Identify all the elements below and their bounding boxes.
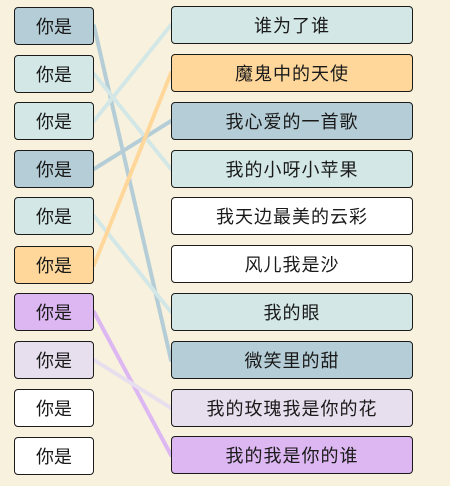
- left-card-9[interactable]: 你是: [14, 389, 94, 427]
- left-card-2[interactable]: 你是: [14, 55, 94, 93]
- left-card-5[interactable]: 你是: [14, 197, 94, 235]
- connector-line-2: [92, 72, 173, 171]
- connector-line-1: [92, 24, 173, 362]
- left-card-label: 你是: [36, 399, 72, 420]
- left-card-label: 你是: [36, 447, 72, 468]
- connector-line-6: [92, 71, 173, 267]
- connector-line-4: [92, 119, 173, 171]
- right-card-5[interactable]: 我天边最美的云彩: [171, 197, 413, 235]
- left-card-label: 你是: [36, 303, 72, 324]
- right-card-8[interactable]: 微笑里的甜: [171, 341, 413, 379]
- right-card-label: 微笑里的甜: [244, 351, 340, 372]
- left-card-6[interactable]: 你是: [14, 246, 94, 284]
- connector-line-3: [92, 23, 173, 123]
- left-card-1[interactable]: 你是: [14, 7, 94, 45]
- left-card-3[interactable]: 你是: [14, 102, 94, 140]
- right-card-1[interactable]: 谁为了谁: [171, 6, 413, 44]
- right-card-label: 我的小呀小苹果: [225, 160, 359, 181]
- left-card-label: 你是: [36, 112, 72, 133]
- right-card-6[interactable]: 风儿我是沙: [171, 245, 413, 283]
- right-card-label: 风儿我是沙: [244, 255, 340, 276]
- left-card-label: 你是: [36, 160, 72, 181]
- right-card-label: 我的眼: [263, 303, 321, 324]
- left-card-label: 你是: [36, 17, 72, 38]
- right-card-label: 我的玫瑰我是你的花: [206, 399, 378, 420]
- right-card-label: 魔鬼中的天使: [235, 64, 349, 85]
- right-card-9[interactable]: 我的玫瑰我是你的花: [171, 389, 413, 427]
- right-card-4[interactable]: 我的小呀小苹果: [171, 150, 413, 188]
- right-card-label: 谁为了谁: [254, 16, 330, 37]
- right-card-10[interactable]: 我的我是你的谁: [171, 436, 413, 474]
- right-card-label: 我的我是你的谁: [225, 446, 359, 467]
- connector-line-5: [92, 214, 173, 314]
- left-card-7[interactable]: 你是: [14, 293, 94, 331]
- left-card-label: 你是: [36, 256, 72, 277]
- right-card-7[interactable]: 我的眼: [171, 293, 413, 331]
- left-card-8[interactable]: 你是: [14, 341, 94, 379]
- left-card-10[interactable]: 你是: [14, 437, 94, 475]
- left-card-label: 你是: [36, 65, 72, 86]
- right-card-3[interactable]: 我心爱的一首歌: [171, 102, 413, 140]
- left-card-label: 你是: [36, 207, 72, 228]
- connector-line-8: [92, 358, 173, 410]
- left-card-4[interactable]: 你是: [14, 150, 94, 188]
- right-card-2[interactable]: 魔鬼中的天使: [171, 54, 413, 92]
- left-card-label: 你是: [36, 351, 72, 372]
- right-card-label: 我心爱的一首歌: [225, 112, 359, 133]
- right-card-label: 我天边最美的云彩: [216, 207, 368, 228]
- connector-line-7: [92, 310, 173, 457]
